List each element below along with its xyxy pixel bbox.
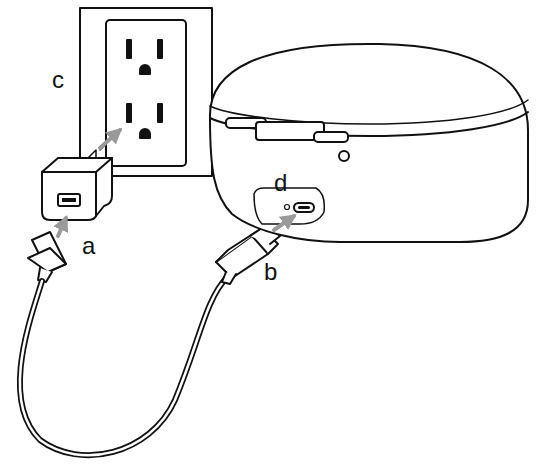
callout-letter: c: [52, 68, 64, 92]
callout-letter: d: [274, 171, 287, 195]
outlet: [106, 20, 186, 166]
callout-letter: b: [264, 260, 277, 284]
earbud-case: [210, 44, 528, 242]
callout-letter: a: [82, 234, 95, 258]
wall-plate: [80, 8, 212, 176]
